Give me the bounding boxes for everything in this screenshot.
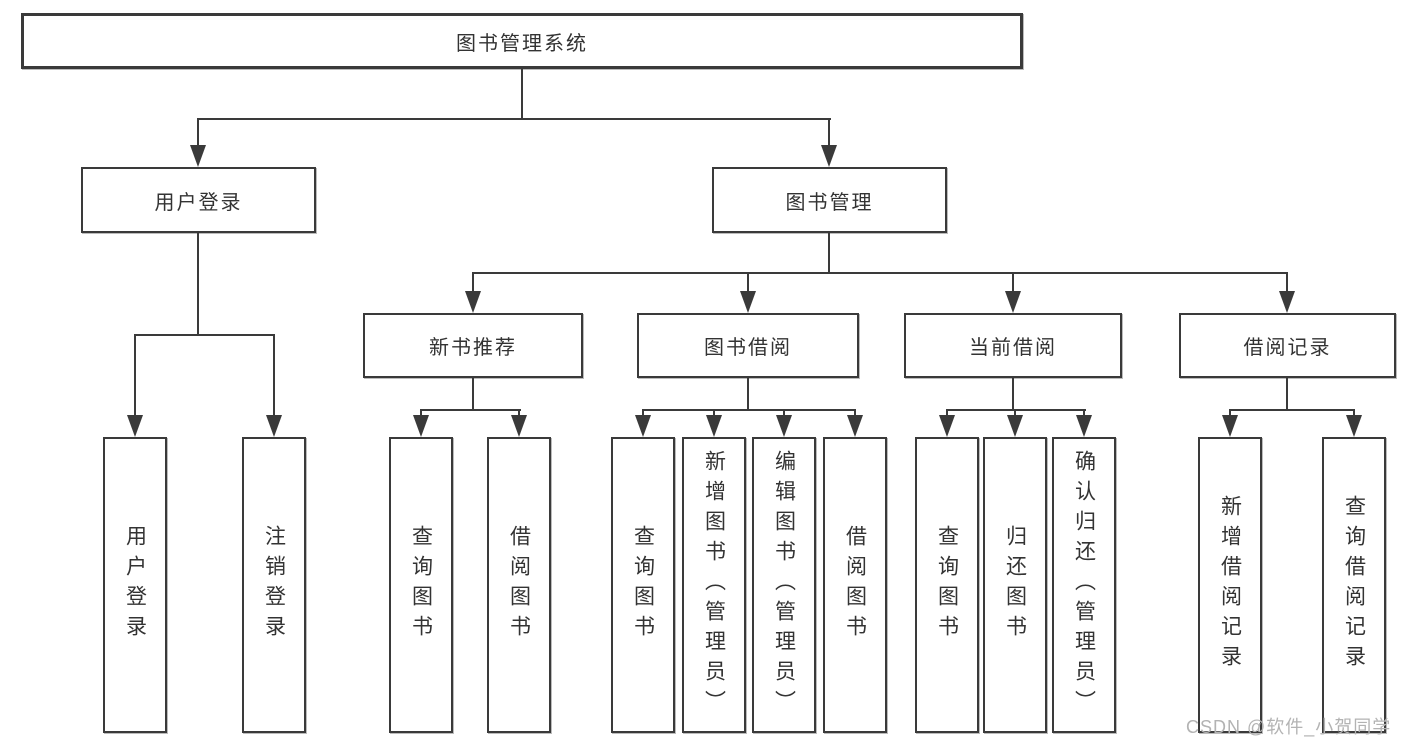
node-label: 用户登录	[154, 191, 243, 214]
node-label: 图书借阅	[704, 337, 792, 359]
connector-line	[1012, 378, 1014, 411]
arrow-down-icon	[1346, 415, 1362, 437]
connector-line	[747, 272, 749, 292]
arrow-down-icon	[1005, 291, 1021, 313]
node-borrowing-records: 借阅记录	[1179, 313, 1396, 378]
arrow-down-icon	[635, 415, 651, 437]
connector-line	[521, 69, 523, 119]
arrow-down-icon	[1222, 415, 1238, 437]
leaf-label: 注销登录	[262, 525, 286, 645]
leaf-query-borrow-record: 查询借阅记录	[1322, 437, 1386, 733]
arrow-down-icon	[706, 415, 722, 437]
connector-line	[472, 272, 474, 292]
connector-line	[197, 233, 199, 336]
node-label: 当前借阅	[969, 337, 1057, 359]
leaf-label: 借阅图书	[843, 525, 867, 645]
arrow-down-icon	[740, 291, 756, 313]
leaf-user-login: 用户登录	[103, 437, 167, 733]
connector-line	[134, 334, 136, 415]
arrow-down-icon	[939, 415, 955, 437]
arrow-down-icon	[465, 291, 481, 313]
node-label: 新书推荐	[429, 337, 517, 359]
leaf-label: 用户登录	[123, 525, 147, 645]
connector-line	[1083, 409, 1085, 417]
leaf-label: 借阅图书	[507, 525, 531, 645]
arrow-down-icon	[266, 415, 282, 437]
arrow-down-icon	[127, 415, 143, 437]
leaf-borrow-books: 借阅图书	[823, 437, 887, 733]
connector-line	[1353, 409, 1355, 417]
connector-line	[946, 409, 948, 417]
leaf-label: 确认归还（管理员）	[1072, 450, 1096, 720]
connector-line	[1012, 272, 1014, 292]
connector-line	[1286, 378, 1288, 411]
leaf-label: 新增借阅记录	[1218, 495, 1242, 675]
connector-line	[747, 378, 749, 411]
leaf-label: 查询图书	[409, 525, 433, 645]
connector-line	[1286, 272, 1288, 292]
node-label: 图书管理	[785, 191, 874, 214]
leaf-label: 编辑图书（管理员）	[772, 450, 796, 720]
arrow-down-icon	[1007, 415, 1023, 437]
node-new-book-recommend: 新书推荐	[363, 313, 583, 378]
connector-line	[828, 118, 830, 146]
node-label: 借阅记录	[1243, 337, 1332, 359]
leaf-label: 查询借阅记录	[1342, 495, 1366, 675]
leaf-confirm-return-admin: 确认归还（管理员）	[1052, 437, 1116, 733]
connector-line	[854, 409, 856, 417]
connector-line	[1229, 409, 1231, 417]
connector-line	[828, 233, 830, 274]
leaf-logout: 注销登录	[242, 437, 306, 733]
arrow-down-icon	[776, 415, 792, 437]
arrow-down-icon	[511, 415, 527, 437]
node-book-management: 图书管理	[712, 167, 947, 233]
leaf-label: 归还图书	[1003, 525, 1027, 645]
connector-line	[1014, 409, 1016, 417]
connector-line	[197, 118, 831, 120]
arrow-down-icon	[847, 415, 863, 437]
connector-line	[1229, 409, 1355, 411]
leaf-add-books-admin: 新增图书（管理员）	[682, 437, 746, 733]
node-user-login: 用户登录	[81, 167, 316, 233]
leaf-query-books-recommend: 查询图书	[389, 437, 453, 733]
connector-line	[472, 272, 1288, 274]
arrow-down-icon	[413, 415, 429, 437]
leaf-query-books-current: 查询图书	[915, 437, 979, 733]
watermark: CSDN @软件_小贺同学	[1186, 717, 1392, 737]
node-root-library-system: 图书管理系统	[21, 13, 1023, 69]
arrow-down-icon	[190, 145, 206, 167]
connector-line	[273, 334, 275, 415]
leaf-label: 新增图书（管理员）	[702, 450, 726, 720]
node-book-borrowing: 图书借阅	[637, 313, 859, 378]
connector-line	[642, 409, 644, 417]
connector-line	[420, 409, 422, 417]
connector-line	[713, 409, 715, 417]
leaf-label: 查询图书	[935, 525, 959, 645]
connector-line	[472, 378, 474, 411]
connector-line	[642, 409, 856, 411]
connector-line	[420, 409, 521, 411]
connector-line	[518, 409, 520, 417]
node-current-borrowing: 当前借阅	[904, 313, 1122, 378]
leaf-query-books-borrowing: 查询图书	[611, 437, 675, 733]
node-label: 图书管理系统	[456, 32, 588, 55]
leaf-edit-books-admin: 编辑图书（管理员）	[752, 437, 816, 733]
leaf-add-borrow-record: 新增借阅记录	[1198, 437, 1262, 733]
leaf-return-books: 归还图书	[983, 437, 1047, 733]
arrow-down-icon	[1076, 415, 1092, 437]
leaf-borrow-books-recommend: 借阅图书	[487, 437, 551, 733]
arrow-down-icon	[821, 145, 837, 167]
arrow-down-icon	[1279, 291, 1295, 313]
connector-line	[783, 409, 785, 417]
leaf-label: 查询图书	[631, 525, 655, 645]
connector-line	[197, 118, 199, 146]
connector-line	[946, 409, 1086, 411]
connector-line	[134, 334, 275, 336]
